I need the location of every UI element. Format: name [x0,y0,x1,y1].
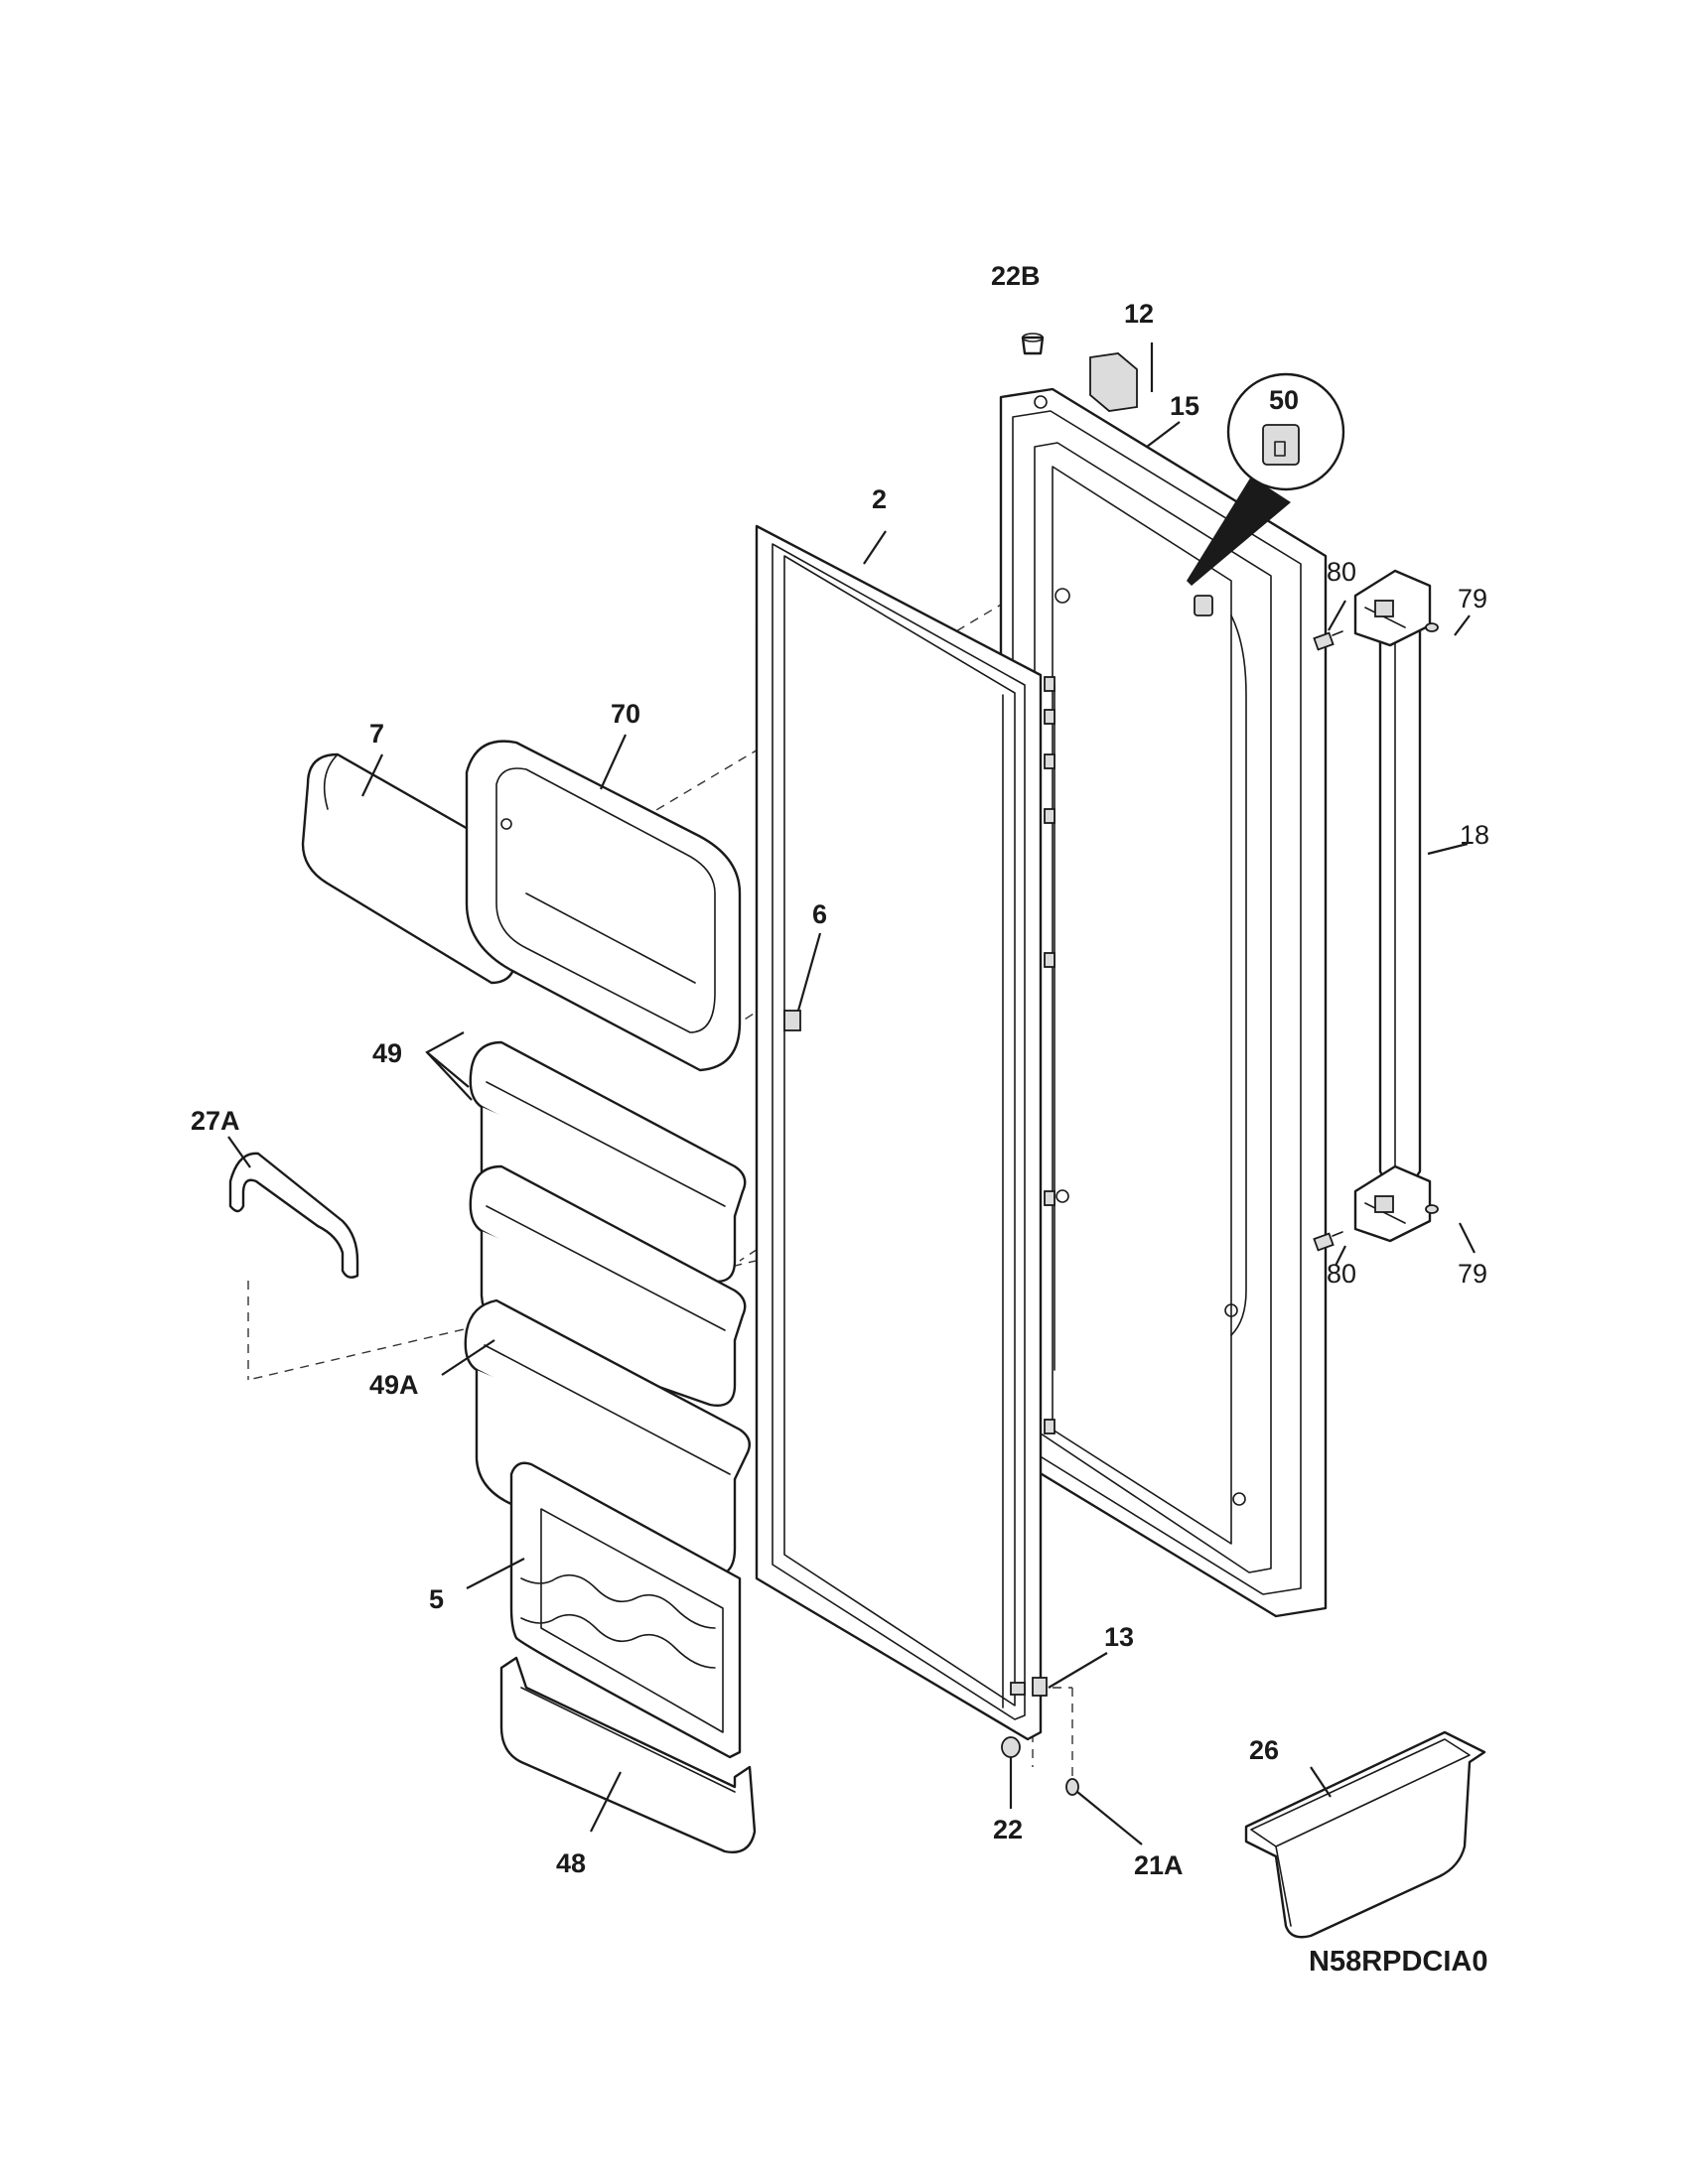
callout-80-bottom: 80 [1327,1259,1356,1289]
callout-15: 15 [1170,391,1199,421]
label-12 [1089,352,1138,412]
shelf-48 [499,1656,757,1853]
callout-79-top: 79 [1458,584,1487,614]
callout-70: 70 [611,699,640,729]
callout-49: 49 [372,1038,402,1068]
callout-80-top: 80 [1327,557,1356,587]
callout-79-bottom: 79 [1458,1259,1487,1289]
detail-bubble-50 [1187,372,1345,586]
callout-12: 12 [1124,299,1154,329]
tray-26 [1244,1730,1486,1939]
callout-labels: 22B 12 15 50 2 80 79 7 70 18 6 49 27A 80… [191,261,1489,1978]
callout-21a: 21A [1134,1850,1184,1880]
leader-lines [227,342,1476,1845]
callout-13: 13 [1104,1622,1134,1652]
callout-49a: 49A [369,1370,419,1400]
callout-48: 48 [556,1848,586,1878]
door-gasket [755,524,1043,1741]
screws [1313,622,1439,1252]
door-bin-49a [464,1298,751,1577]
handle-18 [1353,569,1432,1243]
dairy-compartment-70 [465,740,742,1072]
model-code: N58RPDCIA0 [1309,1946,1488,1978]
callout-18: 18 [1460,820,1489,850]
callout-7: 7 [369,719,384,749]
callout-2: 2 [872,484,887,514]
cap-22b [1021,333,1045,355]
callout-50: 50 [1269,385,1299,415]
callout-22: 22 [993,1815,1023,1844]
callout-22b: 22B [991,261,1041,291]
shelf-5 [509,1461,742,1759]
callout-27a: 27A [191,1106,240,1136]
hinge-6 [783,1010,801,1031]
small-parts [1001,1677,1079,1796]
handle-27a [228,1152,359,1279]
callout-6: 6 [812,899,827,929]
outer-door [999,387,1328,1618]
callout-26: 26 [1249,1735,1279,1765]
callout-5: 5 [429,1584,444,1614]
